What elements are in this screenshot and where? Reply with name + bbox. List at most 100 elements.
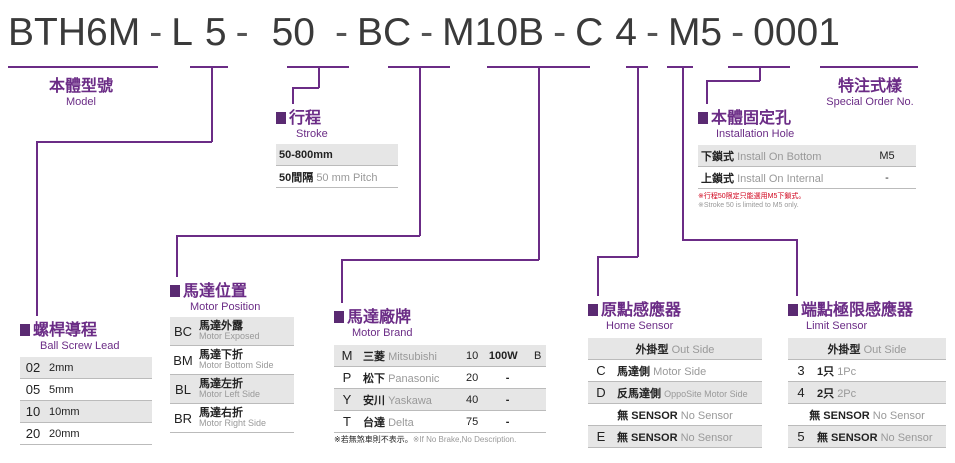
- code-part-brand: M10B: [442, 11, 545, 54]
- connector-home-v2: [597, 256, 599, 296]
- connector-lead-h: [36, 141, 212, 143]
- connector-install-h: [706, 80, 760, 82]
- connector-brand-h: [341, 259, 539, 261]
- table-row: 下鎖式 Install On Bottom M5: [698, 145, 916, 167]
- underline-lead-type: [190, 66, 228, 68]
- square-icon: [698, 112, 708, 124]
- table-row: 外掛型 Out Side: [588, 338, 762, 360]
- model-sub: Model: [66, 96, 96, 108]
- connector-position-v2: [176, 235, 178, 277]
- brand-note-cn: ※若無煞車則不表示。: [334, 435, 413, 444]
- square-icon: [20, 324, 30, 336]
- brand-sub: Motor Brand: [352, 327, 413, 339]
- table-row: 外掛型 Out Side: [788, 338, 946, 360]
- stroke-sub: Stroke: [296, 128, 328, 140]
- connector-install-v1: [759, 66, 761, 81]
- stroke-section: 行程 Stroke 50-800mm 50間隔 50 mm Pitch: [276, 104, 398, 188]
- home-title: 原點感應器: [601, 302, 682, 319]
- code-part-stroke: 50: [271, 11, 315, 54]
- connector-position-h: [176, 235, 420, 237]
- home-sub: Home Sensor: [606, 320, 674, 332]
- install-sub: Installation Hole: [716, 128, 795, 140]
- install-table: 下鎖式 Install On Bottom M5 上鎖式 Install On …: [698, 145, 916, 189]
- connector-install-v2: [706, 80, 708, 104]
- code-part-model: BTH6M: [8, 11, 141, 54]
- square-icon: [170, 285, 180, 297]
- connector-lead-v1: [211, 66, 213, 142]
- code-part-special: 0001: [753, 11, 840, 54]
- square-icon: [334, 311, 344, 323]
- square-icon: [276, 112, 286, 124]
- code-part-position: BC: [356, 11, 412, 54]
- connector-lead-v2: [36, 141, 38, 316]
- connector-limit-v1: [682, 66, 684, 240]
- table-row: 無 SENSOR No Sensor: [788, 403, 946, 426]
- code-part-limit: 4: [615, 11, 637, 54]
- table-row: 無 SENSOR No Sensor: [588, 403, 762, 426]
- install-section: 本體固定孔 Installation Hole 下鎖式 Install On B…: [698, 104, 916, 210]
- limit-title: 端點極限感應器: [801, 302, 914, 319]
- connector-stroke-h: [292, 87, 319, 89]
- model-title: 本體型號: [48, 78, 113, 95]
- code-part-home: C: [575, 11, 604, 54]
- stroke-title: 行程: [289, 110, 322, 127]
- position-sub: Motor Position: [190, 301, 261, 313]
- brand-title: 馬達廠牌: [347, 309, 412, 326]
- install-note-en: ※Stroke 50 is limited to M5 only.: [698, 202, 799, 209]
- model-label: 本體型號 Model: [36, 72, 126, 108]
- code-part-lead: 5: [204, 11, 227, 54]
- code-part-lead-type: L: [171, 11, 193, 54]
- code-part-install: M5: [667, 11, 723, 54]
- underline-special: [820, 66, 918, 68]
- table-row: 50-800mm: [276, 144, 398, 166]
- connector-stroke-v1: [318, 66, 320, 88]
- stroke-table: 50-800mm 50間隔 50 mm Pitch: [276, 144, 398, 188]
- underline-limit: [667, 66, 693, 68]
- square-icon: [788, 304, 798, 316]
- connector-brand-v1: [538, 66, 540, 260]
- connector-home-h: [597, 256, 638, 258]
- connector-stroke-v2: [292, 87, 294, 104]
- underline-model: [8, 66, 158, 68]
- special-sub: Special Order No.: [826, 96, 914, 108]
- limit-sub: Limit Sensor: [806, 320, 868, 332]
- connector-limit-v2: [796, 239, 798, 296]
- connector-limit-h: [682, 239, 797, 241]
- lead-title: 螺桿導程: [33, 322, 98, 339]
- square-icon: [588, 304, 598, 316]
- connector-position-v1: [419, 66, 421, 236]
- brand-note-en: ※If No Brake,No Description.: [412, 435, 517, 444]
- install-title: 本體固定孔: [711, 110, 792, 127]
- table-row: 50間隔 50 mm Pitch: [276, 165, 398, 188]
- connector-home-v1: [637, 66, 639, 257]
- special-label: 特注式樣 Special Order No.: [818, 72, 922, 108]
- table-row: 上鎖式 Install On Internal -: [698, 166, 916, 189]
- position-title: 馬達位置: [183, 283, 248, 300]
